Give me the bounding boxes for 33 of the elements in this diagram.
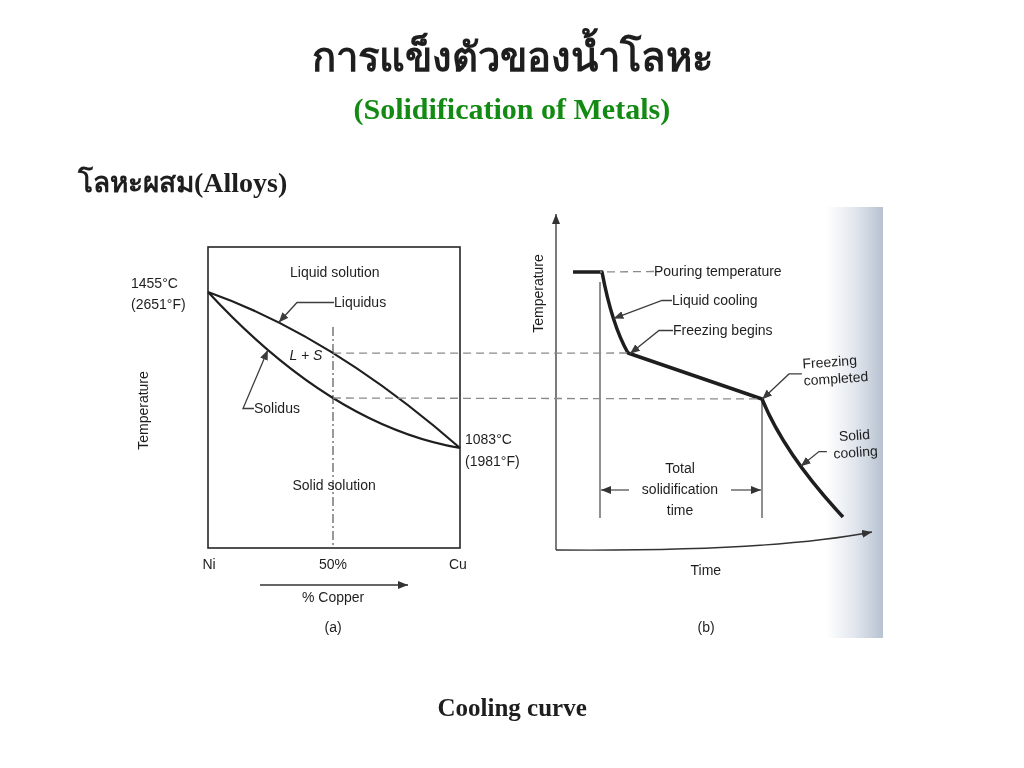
axis-label: % Copper [302, 589, 365, 606]
melting-point-label: (1981°F) [465, 453, 520, 470]
phase-boundary-curves [206, 290, 462, 450]
leader-label: Pouring temperature [654, 263, 782, 280]
panel-label: (a) [324, 619, 342, 636]
leader-label: Solid cooling [826, 425, 884, 463]
region-label: Solid solution [292, 477, 376, 494]
leader-label: Solidus [254, 400, 300, 417]
melting-point-label: (2651°F) [131, 296, 186, 313]
melting-point-label: 1455°C [131, 275, 178, 292]
leader-line [612, 299, 673, 320]
leader-line [242, 349, 269, 410]
projection-line [332, 352, 629, 354]
axis-label: Temperature [134, 370, 152, 450]
panel-label: (b) [697, 619, 715, 636]
leader-line [599, 270, 655, 273]
title: การแข็งตัวของน้ำโลหะ [311, 25, 713, 91]
section-heading: โลหะผสม(Alloys) [78, 165, 288, 200]
leader-label: Freezing completed [801, 350, 879, 390]
axis-label: Temperature [529, 253, 547, 333]
dimension-label: Total solidification time [640, 459, 720, 520]
region-label: L + S [289, 347, 323, 364]
tick-label: Cu [449, 556, 467, 573]
melting-point-label: 1083°C [465, 431, 512, 448]
caption: Cooling curve [437, 693, 587, 723]
leader-line [278, 301, 335, 324]
tick-label: 50% [319, 556, 348, 573]
leader-line [629, 329, 674, 355]
leader-line [800, 450, 828, 467]
tick-label: Ni [202, 556, 216, 573]
axis-label: Time [690, 562, 722, 579]
leader-line [761, 373, 803, 400]
subtitle: (Solidification of Metals) [353, 91, 671, 127]
